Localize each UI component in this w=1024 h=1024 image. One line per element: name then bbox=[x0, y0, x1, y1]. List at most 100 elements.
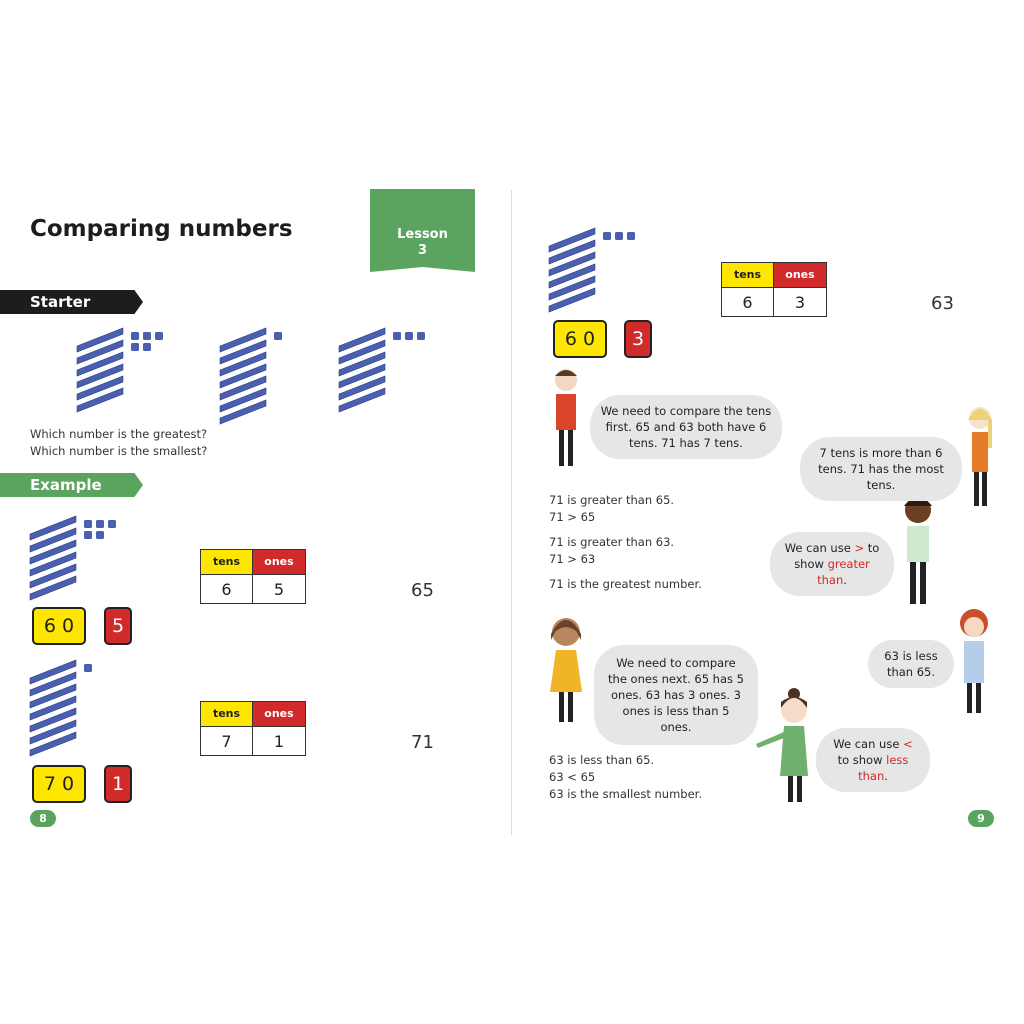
one-cube bbox=[96, 531, 104, 539]
ten-rod bbox=[338, 339, 386, 365]
tens-card: 60 bbox=[553, 320, 607, 358]
ones-card: 3 bbox=[624, 320, 652, 358]
speech-bubble-less-than-65: 63 is less than 65. bbox=[868, 640, 954, 688]
character-boy-curly-hair bbox=[960, 609, 988, 713]
ten-rod bbox=[548, 251, 596, 277]
starter-banner: Starter bbox=[0, 290, 143, 314]
number-63: 63 bbox=[931, 293, 954, 314]
one-cube bbox=[84, 664, 92, 672]
tens-value: 6 bbox=[201, 574, 253, 603]
statement-line: 63 < 65 bbox=[549, 770, 596, 784]
one-cube bbox=[615, 232, 623, 240]
ten-rod bbox=[29, 575, 77, 601]
speech-bubble-compare-ones: We need to compare the ones next. 65 has… bbox=[594, 645, 758, 745]
one-cube bbox=[417, 332, 425, 340]
ten-rod bbox=[219, 327, 267, 353]
tens-card: 60 bbox=[32, 607, 86, 645]
ten-rod bbox=[29, 515, 77, 541]
ten-rod bbox=[76, 363, 124, 389]
ten-rod bbox=[29, 671, 77, 697]
tens-card: 70 bbox=[32, 765, 86, 803]
one-cube bbox=[627, 232, 635, 240]
speech-bubble-greater-than: We can use > to show greater than. bbox=[770, 532, 894, 596]
one-cube bbox=[155, 332, 163, 340]
bubble-text: . bbox=[884, 769, 888, 783]
tens-header: tens bbox=[722, 263, 774, 287]
base-ten-blocks-71 bbox=[219, 327, 282, 425]
ten-rod bbox=[219, 339, 267, 365]
ten-rod bbox=[548, 275, 596, 301]
statement-line: 71 > 65 bbox=[549, 510, 596, 524]
ones-value: 1 bbox=[253, 726, 305, 755]
example-banner: Example bbox=[0, 473, 143, 497]
ten-rod bbox=[76, 339, 124, 365]
one-cube bbox=[84, 531, 92, 539]
character-girl-blonde bbox=[968, 407, 992, 506]
bubble-text: We can use bbox=[784, 541, 855, 555]
ten-rod bbox=[219, 375, 267, 401]
statement-line: 63 is the smallest number. bbox=[549, 787, 703, 801]
example-blocks-71 bbox=[29, 659, 92, 757]
place-value-table-65: tens ones 6 5 bbox=[200, 549, 306, 604]
ten-rod bbox=[29, 527, 77, 553]
statement-greatest: 71 is the greatest number. bbox=[549, 577, 702, 591]
question-smallest: Which number is the smallest? bbox=[30, 444, 208, 458]
ten-rod bbox=[338, 351, 386, 377]
tens-header: tens bbox=[201, 550, 253, 574]
statement-line: 71 is greater than 65. bbox=[549, 493, 675, 507]
ten-rod bbox=[219, 363, 267, 389]
ten-rod bbox=[338, 363, 386, 389]
less-than-symbol: < bbox=[903, 737, 913, 751]
ten-rod bbox=[548, 227, 596, 253]
one-cube bbox=[274, 332, 282, 340]
ones-header: ones bbox=[253, 702, 305, 726]
ten-rod bbox=[29, 551, 77, 577]
one-cube bbox=[96, 520, 104, 528]
greater-than-term: greater than bbox=[817, 557, 870, 587]
lesson-number: 3 bbox=[417, 243, 428, 258]
ten-rod bbox=[29, 659, 77, 685]
tens-value: 7 bbox=[201, 726, 253, 755]
one-cube bbox=[405, 332, 413, 340]
lesson-label: Lesson bbox=[397, 227, 448, 242]
ten-rod bbox=[29, 539, 77, 565]
ten-rod bbox=[29, 731, 77, 757]
ten-rod bbox=[219, 387, 267, 413]
bubble-text: to show bbox=[794, 541, 880, 571]
ten-rod bbox=[29, 707, 77, 733]
one-cube bbox=[84, 520, 92, 528]
ten-rod bbox=[548, 239, 596, 265]
page-number: 8 bbox=[30, 810, 56, 827]
one-cube bbox=[143, 343, 151, 351]
statement-line: 71 is greater than 63. bbox=[549, 535, 675, 549]
question-greatest: Which number is the greatest? bbox=[30, 427, 208, 441]
speech-bubble-most-tens: 7 tens is more than 6 tens. 71 has the m… bbox=[800, 437, 962, 501]
less-than-term: less than bbox=[858, 753, 909, 783]
statement-71-vs-65: 71 is greater than 65. 71 > 65 bbox=[549, 492, 674, 526]
place-value-table-71: tens ones 7 1 bbox=[200, 701, 306, 756]
ten-rod bbox=[338, 387, 386, 413]
ten-rod bbox=[338, 375, 386, 401]
one-cube bbox=[131, 343, 139, 351]
speech-bubble-compare-tens: We need to compare the tens first. 65 an… bbox=[590, 395, 782, 459]
page-title: Comparing numbers bbox=[30, 216, 293, 242]
page-gutter bbox=[511, 190, 512, 835]
tens-value: 6 bbox=[722, 287, 774, 316]
ten-rod bbox=[548, 263, 596, 289]
statement-line: 63 is less than 65. bbox=[549, 753, 655, 767]
example-blocks-65 bbox=[29, 515, 116, 601]
statement-71-vs-63: 71 is greater than 63. 71 > 63 bbox=[549, 534, 674, 568]
one-cube bbox=[131, 332, 139, 340]
ten-rod bbox=[29, 563, 77, 589]
bubble-text: to show bbox=[837, 753, 887, 767]
greater-than-symbol: > bbox=[854, 541, 865, 555]
ones-value: 3 bbox=[774, 287, 826, 316]
ones-header: ones bbox=[774, 263, 826, 287]
starter-questions: Which number is the greatest? Which numb… bbox=[30, 426, 207, 460]
speech-bubble-less-than: We can use < to show less than. bbox=[816, 728, 930, 792]
ten-rod bbox=[338, 327, 386, 353]
base-ten-blocks-65 bbox=[76, 327, 163, 413]
number-65: 65 bbox=[411, 580, 434, 601]
statement-line: 71 > 63 bbox=[549, 552, 596, 566]
